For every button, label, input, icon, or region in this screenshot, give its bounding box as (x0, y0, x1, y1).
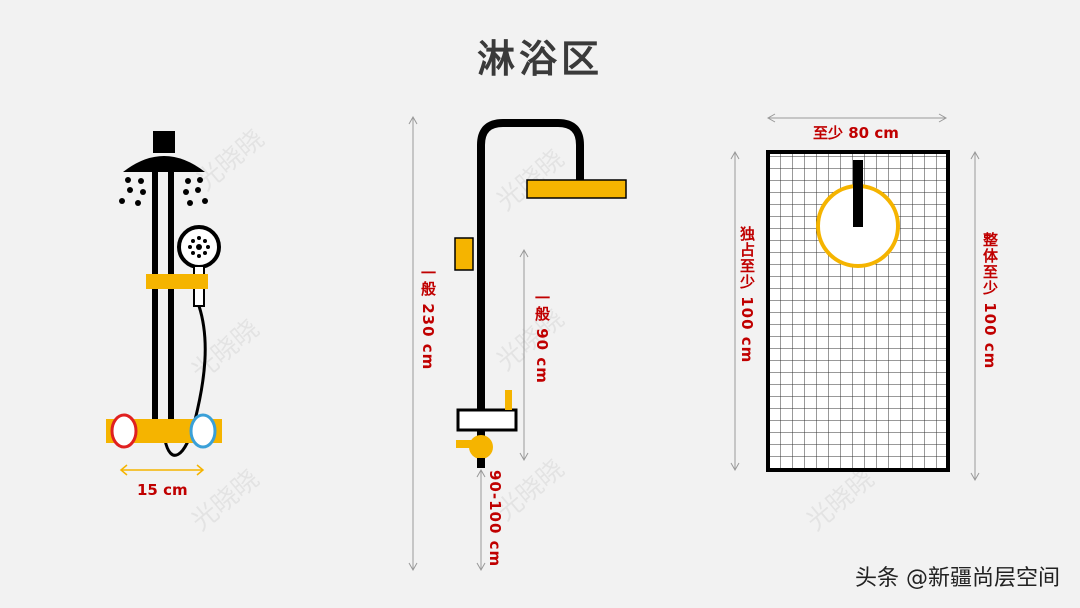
slider-holder (146, 274, 208, 289)
shower-plan-view (730, 113, 980, 482)
total-height-label: 一般 230 cm (419, 265, 437, 371)
overhead-showerhead-icon (123, 156, 205, 172)
exclusive-depth-label: 独占至少 100 cm (738, 226, 756, 364)
slider-block (454, 237, 474, 271)
showerhead-side (526, 179, 627, 199)
diagram-title: 淋浴区 (476, 37, 603, 81)
shower-column-side-view (408, 115, 627, 572)
width-min-label: 至少 80 cm (813, 124, 899, 142)
shower-column-front-view (106, 131, 222, 476)
hot-valve-icon (110, 413, 138, 449)
mixing-valve-icon (469, 435, 493, 459)
showerhead-neck (153, 131, 175, 153)
valve-height-label: 90-100 cm (486, 470, 504, 568)
riser-height-label: 一般 90 cm (533, 290, 551, 384)
mixer-width-label: 15 cm (137, 481, 188, 499)
water-spray-icon (119, 177, 208, 206)
riser-pipe (477, 119, 584, 440)
hand-shower-holder (456, 408, 518, 432)
cold-valve-icon (189, 413, 217, 449)
source-credit: 头条 @新疆尚层空间 (855, 566, 1060, 591)
overall-depth-label: 整体至少 100 cm (981, 232, 999, 370)
